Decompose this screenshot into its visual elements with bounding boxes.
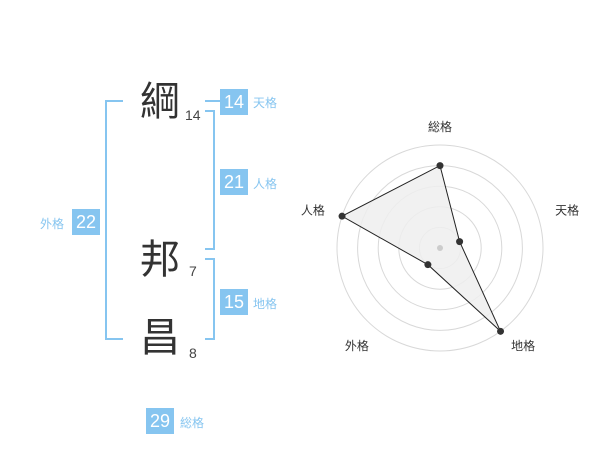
radar-center-dot bbox=[437, 245, 443, 251]
radar-axis-label-1: 総格 bbox=[428, 119, 452, 134]
radar-point-2 bbox=[456, 238, 464, 246]
radar-axis-label-3: 地格 bbox=[511, 338, 535, 353]
soukaku-value-badge: 29 bbox=[146, 408, 174, 434]
radar-point-3 bbox=[497, 327, 505, 335]
jinkaku-value-badge: 21 bbox=[220, 169, 248, 195]
name-char-3: 昌 bbox=[140, 315, 180, 361]
chikaku-value-badge: 15 bbox=[220, 289, 248, 315]
stroke-count-2: 7 bbox=[189, 263, 197, 279]
stroke-count-1: 14 bbox=[185, 107, 201, 123]
chikaku-bracket bbox=[205, 258, 215, 340]
tenkaku-label: 天格 bbox=[253, 96, 278, 110]
jinkaku-label: 人格 bbox=[253, 177, 278, 191]
radar-axis-label-2: 天格 bbox=[555, 203, 579, 218]
radar-grid-ring-5 bbox=[336, 144, 544, 352]
soukaku-label: 総格 bbox=[180, 416, 205, 430]
name-char-2: 邦 bbox=[140, 237, 180, 283]
radar-axis-label-4: 外格 bbox=[345, 338, 369, 353]
gaikaku-value-badge: 22 bbox=[72, 209, 100, 235]
gaikaku-label: 外格 bbox=[40, 217, 65, 231]
name-char-1: 綱 bbox=[140, 79, 180, 125]
radar-point-1 bbox=[436, 162, 444, 170]
tenkaku-value-badge: 14 bbox=[220, 89, 248, 115]
stroke-count-3: 8 bbox=[189, 345, 197, 361]
chikaku-label: 地格 bbox=[253, 297, 278, 311]
gaikaku-bracket bbox=[105, 100, 123, 340]
tenkaku-bracket bbox=[205, 100, 221, 102]
radar-point-4 bbox=[424, 261, 432, 269]
radar-axis-label-5: 人格 bbox=[301, 203, 325, 218]
radar-series-polygon bbox=[340, 164, 501, 332]
radar-point-5 bbox=[338, 212, 346, 220]
jinkaku-bracket bbox=[205, 110, 215, 250]
